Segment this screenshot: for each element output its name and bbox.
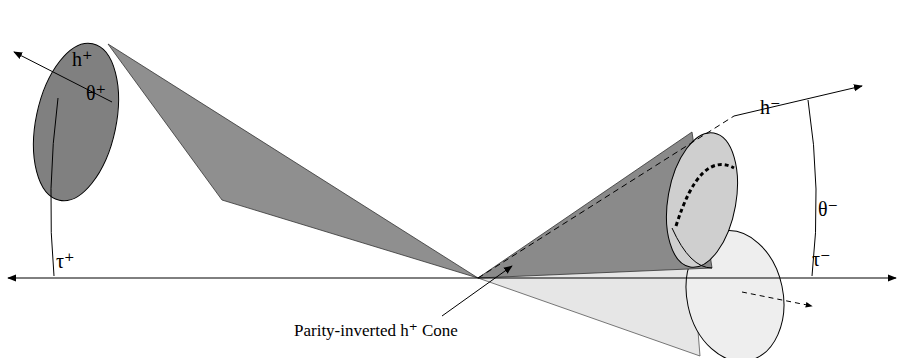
particle-label: h⁻ — [760, 96, 781, 118]
angle-label: θ⁺ — [86, 82, 106, 104]
angle-label: θ⁻ — [818, 198, 838, 220]
particle-label: τ⁺ — [56, 250, 75, 272]
particle-label: h⁺ — [72, 48, 93, 70]
cone-caption: Parity-inverted h⁺ Cone — [292, 322, 460, 341]
particle-label: τ⁻ — [812, 248, 831, 270]
